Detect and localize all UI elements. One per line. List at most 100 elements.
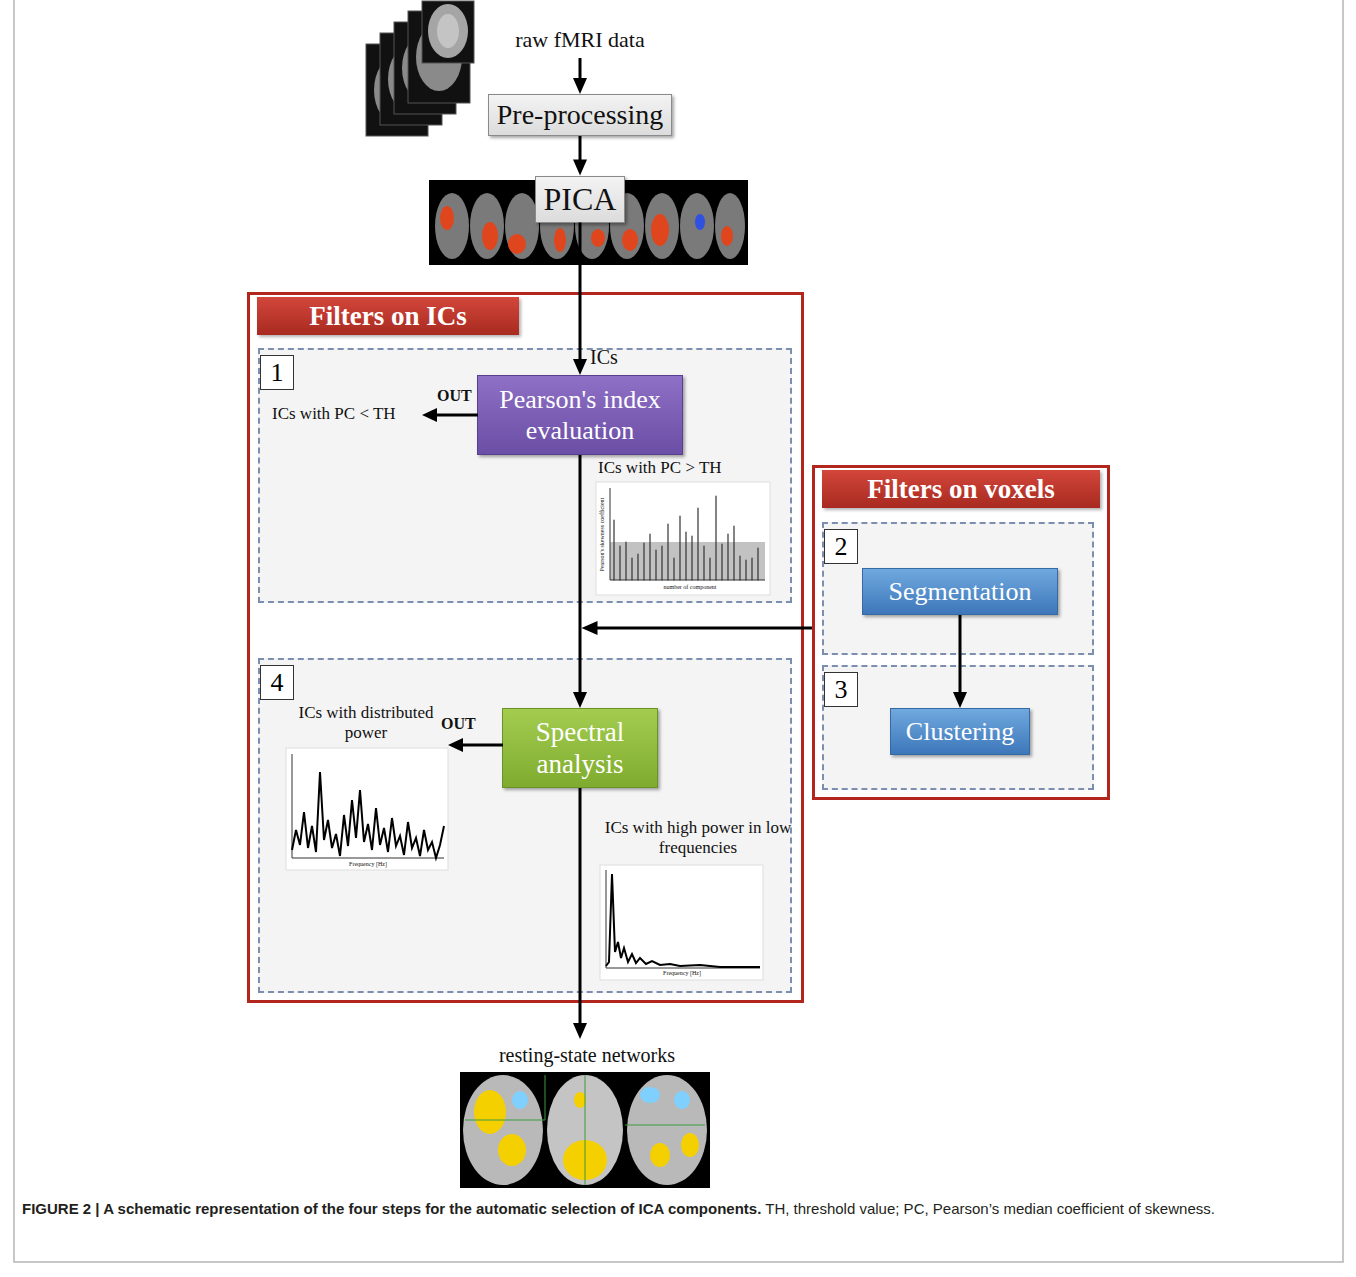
fmri-slice [366, 44, 428, 136]
arrowhead [953, 692, 967, 708]
rsn-image [460, 1072, 710, 1188]
flow-line [596, 627, 813, 630]
axis-label: Frequency [Hz] [632, 970, 732, 977]
activation-blob [695, 214, 705, 230]
step-number: 3 [824, 672, 858, 707]
brain-slice [645, 193, 679, 259]
node-text: resting-state networks [499, 1043, 675, 1067]
axis-label: Pearson's skewness coefficient [599, 480, 606, 590]
network-blob [474, 1090, 506, 1134]
flow-line [579, 223, 582, 362]
flow-arrow [573, 136, 587, 176]
network-blob [640, 1087, 660, 1103]
node-text: raw fMRI data [515, 27, 645, 53]
fmri-slice [380, 33, 442, 125]
threshold-band [610, 542, 765, 580]
fmri-slice [422, 1, 474, 63]
figure-frame [14, 0, 1343, 1262]
flow-arrow [573, 58, 587, 94]
brain-slice [715, 193, 745, 259]
plot-frame [286, 748, 448, 870]
arrowhead [573, 692, 587, 708]
plot-axes [292, 754, 444, 858]
activation-blob [721, 226, 733, 246]
flow-line [579, 788, 582, 1025]
activation-blob [508, 234, 526, 254]
node-text: Pearson's index evaluation [484, 384, 676, 446]
out-arrowhead [422, 408, 437, 422]
activation-blob [554, 228, 566, 252]
brain-slice [435, 193, 469, 259]
text-node: raw fMRI data [495, 22, 665, 58]
filter-group: Filters on ICs 1Pearson's index evaluatio… [247, 292, 804, 1003]
brain-slice [505, 193, 539, 259]
annotation: ICs with high power in low frequencies [598, 818, 798, 859]
network-blob [563, 1140, 607, 1180]
network-blob [512, 1091, 528, 1109]
axis-label: Frequency [Hz] [318, 861, 418, 868]
flow-arrow [582, 621, 813, 635]
step-panel: 2Segmentation [822, 522, 1094, 655]
step-number: 1 [260, 355, 294, 390]
flow-arrow [573, 788, 587, 1039]
brain-slice [388, 45, 434, 113]
arrowhead [573, 78, 587, 94]
spectrum-line [606, 874, 760, 967]
activation-blob [591, 229, 605, 247]
annotation: ICs with distributed power [291, 703, 441, 744]
step-number: 4 [260, 665, 294, 700]
node-text: PICA [544, 180, 617, 218]
brain-slice [547, 1075, 623, 1185]
arrowhead [573, 359, 587, 375]
brain-slice [374, 56, 420, 124]
brain-slice [437, 14, 459, 48]
flow-line [579, 58, 582, 80]
out-arrow [436, 414, 478, 417]
text-node: resting-state networks [482, 1039, 692, 1071]
figure-caption: FIGURE 2 | A schematic representation of… [22, 1198, 1334, 1220]
plot-axes [610, 488, 765, 580]
flow-line [579, 455, 582, 694]
plot-frame [596, 482, 770, 595]
annotation: ICs with PC > TH [598, 458, 768, 478]
out-arrow [462, 744, 503, 747]
axis-label: number of component [630, 584, 750, 591]
activation-blob [440, 206, 454, 230]
flow-arrow [573, 455, 587, 708]
activation-blob [482, 222, 498, 250]
brain-slice [680, 193, 714, 259]
flow-line [579, 136, 582, 162]
annotation: OUT [441, 714, 481, 733]
plot-axes [606, 870, 760, 968]
brain-slice [402, 34, 448, 102]
process-box: Pre-processing [488, 94, 672, 136]
process-box: PICA [535, 176, 625, 223]
filter-box: Spectral analysis [502, 708, 658, 788]
fmri-slice [408, 11, 470, 103]
annotation: ICs [590, 345, 634, 369]
network-blob [681, 1133, 699, 1157]
flow-arrow [573, 223, 587, 376]
stem-series [614, 496, 758, 580]
node-text: Spectral analysis [509, 716, 651, 781]
activation-blob [622, 229, 638, 251]
filter-box: Pearson's index evaluation [477, 375, 683, 455]
node-text: Clustering [906, 716, 1014, 747]
network-blob [650, 1143, 670, 1167]
network-blob [498, 1134, 526, 1166]
network-blob [574, 1092, 586, 1108]
group-heading: Filters on ICs [257, 297, 519, 335]
crosshair [465, 1075, 705, 1185]
fmri-slice [394, 22, 456, 114]
arrowhead [582, 621, 598, 635]
network-blob [674, 1091, 690, 1109]
brain-slice [416, 23, 462, 91]
brain-slice [428, 4, 468, 58]
arrowhead [573, 160, 587, 176]
plot-frame [600, 865, 763, 980]
node-text: Pre-processing [497, 98, 663, 132]
annotation: ICs with PC < TH [272, 404, 422, 424]
